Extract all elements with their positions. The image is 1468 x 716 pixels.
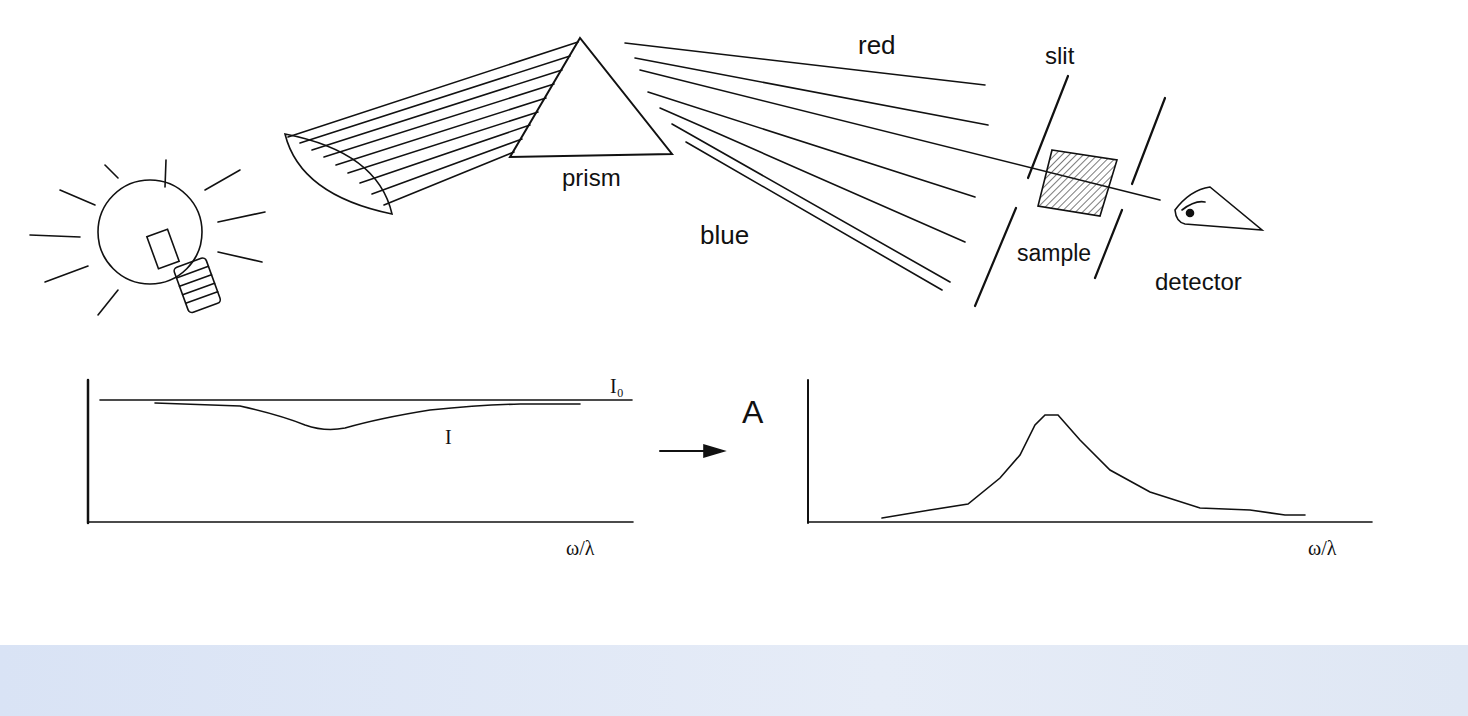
color-label: red <box>858 32 896 58</box>
curve-label: I <box>445 427 452 447</box>
conversion-arrow <box>660 445 724 457</box>
sample-cell <box>1038 150 1117 216</box>
color-label: blue <box>700 222 749 248</box>
detector-eye <box>1175 187 1262 230</box>
axis-label: A <box>742 396 763 428</box>
light-beam <box>288 42 578 205</box>
part-label: detector <box>1155 270 1242 294</box>
dispersed-rays <box>625 43 1160 290</box>
bulb-glass <box>98 180 202 284</box>
lens <box>285 134 392 214</box>
axis-label: ω/λ <box>566 538 594 558</box>
prism <box>510 38 672 157</box>
light-rays <box>30 160 265 315</box>
absorbance-chart <box>808 380 1372 523</box>
part-label: sample <box>1017 242 1091 265</box>
axis-label: ω/λ <box>1308 538 1336 558</box>
footer-band <box>0 645 1468 716</box>
filament <box>147 229 179 268</box>
bulb-base <box>173 257 221 314</box>
transmission-chart <box>88 380 633 523</box>
part-label: slit <box>1045 44 1074 68</box>
axis-label: I₀ <box>610 376 624 396</box>
slit <box>975 76 1165 306</box>
part-label: prism <box>562 166 621 190</box>
